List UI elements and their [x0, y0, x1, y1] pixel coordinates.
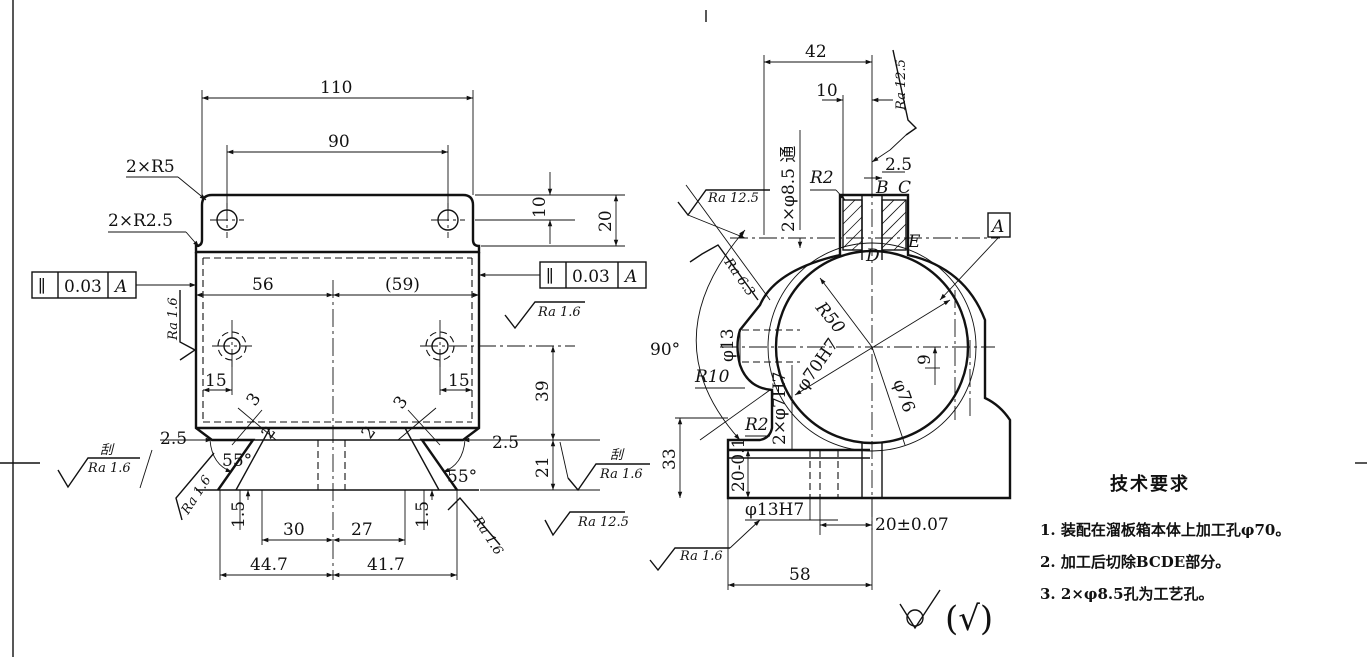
dovetail-left-inner	[235, 427, 271, 491]
dim-447: 44.7	[250, 555, 288, 575]
dim-27: 27	[351, 520, 373, 540]
svg-text:Ra 1.6: Ra 1.6	[679, 549, 723, 564]
svg-text:Ra 12.5: Ra 12.5	[894, 59, 909, 111]
roughness-side-125: Ra 12.5	[677, 189, 770, 239]
dim-30: 30	[283, 520, 305, 540]
gdt-frame-right: ∥ 0.03 A	[479, 261, 647, 289]
svg-text:Ra 1.6: Ra 1.6	[87, 461, 131, 476]
general-roughness-paren: (√)	[945, 599, 993, 639]
gdt-frame-left: ∥ 0.03 A	[31, 271, 197, 299]
phi13h7: φ13H7	[745, 500, 804, 520]
roughness-front-right: Ra 1.6	[504, 301, 585, 330]
roughness-side-63: Ra 6.3	[689, 244, 759, 301]
dim-2xr25: 2×R2.5	[108, 211, 173, 231]
parallelism-symbol: ∥	[38, 277, 46, 297]
label-d: D	[865, 246, 880, 266]
roughness-top-125: Ra 12.5	[871, 49, 918, 163]
angle-55-left: 55°	[222, 451, 252, 471]
dim-417: 41.7	[367, 555, 405, 575]
technical-requirements: 技术要求 1. 装配在溜板箱本体上加工孔φ70。 2. 加工后切除BCDE部分。…	[1040, 470, 1360, 610]
dim-39: 39	[533, 380, 553, 402]
r2-bottom: R2	[744, 415, 769, 435]
tech-item-1: 1. 装配在溜板箱本体上加工孔φ70。	[1040, 521, 1291, 539]
svg-text:Ra 1.6: Ra 1.6	[166, 297, 181, 341]
dim-25-side: 2.5	[885, 155, 912, 175]
angle-55-right: 55°	[447, 467, 477, 487]
dim-3-right: 3	[390, 393, 413, 413]
roughness-front-left-vertical: Ra 1.6	[166, 290, 197, 361]
dim-3-left: 3	[243, 390, 266, 410]
roughness-scrape-left: Ra 1.6 刮	[57, 443, 153, 489]
svg-text:Ra 1.6: Ra 1.6	[599, 467, 643, 482]
gdt-tolerance: 0.03	[64, 277, 102, 297]
dim-15a: 1.5	[229, 501, 249, 528]
front-view: 110 90 2×R5 2×R2.5 10 20 56 (59) 39 21	[31, 78, 650, 580]
dim-42: 42	[805, 42, 827, 62]
side-profile-outline	[726, 193, 1012, 500]
svg-text:Ra 1.6: Ra 1.6	[178, 473, 214, 518]
svg-text:Ra 1.6: Ra 1.6	[469, 513, 505, 558]
tech-title: 技术要求	[1110, 474, 1190, 495]
gdt-tolerance: 0.03	[572, 267, 610, 287]
angle-90: 90°	[650, 340, 680, 360]
svg-text:Ra 12.5: Ra 12.5	[577, 515, 629, 530]
tech-item-3: 3. 2×φ8.5孔为工艺孔。	[1040, 585, 1214, 603]
dim-90: 90	[328, 132, 350, 152]
section-hatch	[842, 199, 907, 251]
svg-text:刮: 刮	[100, 443, 115, 458]
dim-2xr5: 2×R5	[126, 157, 175, 177]
dim-15b: 1.5	[413, 501, 433, 528]
dim-20: 20	[596, 210, 616, 232]
svg-text:Ra 12.5: Ra 12.5	[707, 191, 759, 206]
side-view: 42 10 Ra 12.5 2.5 2×φ8.5 通 R2 B C D E A	[649, 42, 1012, 590]
dim-10-side: 10	[816, 81, 838, 101]
dim-20-01: 20-0.1	[729, 438, 749, 492]
dim-56: 56	[252, 275, 274, 295]
tech-item-2: 2. 加工后切除BCDE部分。	[1040, 553, 1231, 571]
r10: R10	[694, 367, 730, 387]
dim-58: 58	[789, 565, 811, 585]
top-flange-outline	[194, 193, 481, 254]
r50: R50	[811, 298, 849, 338]
svg-text:Ra 1.6: Ra 1.6	[537, 305, 581, 320]
label-b: B	[875, 178, 889, 198]
hole-note-85: 2×φ8.5 通	[779, 146, 799, 232]
roughness-bottom-125: Ra 12.5	[544, 511, 629, 537]
svg-text:刮: 刮	[610, 448, 625, 463]
dim-10: 10	[530, 196, 550, 218]
roughness-dovetail-left: Ra 1.6	[175, 452, 215, 521]
dim-25-left: 2.5	[160, 429, 187, 449]
label-e: E	[907, 232, 921, 252]
gdt-datum: A	[113, 277, 127, 297]
gdt-datum: A	[623, 267, 637, 287]
dim-15-left: 15	[205, 371, 227, 391]
dim-110: 110	[320, 78, 352, 98]
dim-21: 21	[533, 456, 553, 478]
label-c: C	[898, 178, 911, 198]
dim-9: 9	[915, 354, 935, 365]
phi70h7: φ70H7	[793, 335, 843, 395]
dim-25-right: 2.5	[492, 433, 519, 453]
dim-20-007: 20±0.07	[875, 515, 949, 535]
general-roughness: (√)	[899, 589, 993, 639]
roughness-scrape-right: Ra 1.6 刮	[559, 441, 650, 492]
dovetail-right-inner	[404, 427, 440, 491]
dim-33: 33	[660, 448, 680, 470]
phi7h7: 2×φ7H7	[770, 372, 790, 445]
dim-59: (59)	[385, 275, 420, 295]
svg-text:Ra 6.3: Ra 6.3	[720, 255, 757, 299]
roughness-bottom-16: Ra 1.6	[649, 519, 761, 572]
parallelism-symbol: ∥	[546, 267, 554, 287]
dim-15-right: 15	[448, 371, 470, 391]
phi13: φ13	[718, 328, 738, 362]
r2-top: R2	[809, 168, 834, 188]
datum-a: A	[990, 217, 1004, 237]
